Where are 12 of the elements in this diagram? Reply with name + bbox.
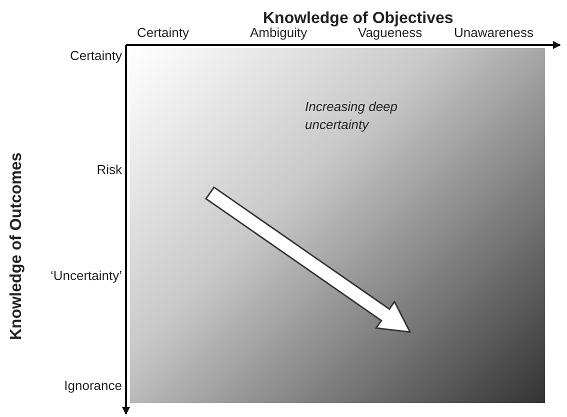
axis-category-label: Ignorance [64, 378, 122, 393]
axis-category-label: ‘Uncertainty’ [50, 268, 122, 283]
axis-title: Knowledge of Outcomes [8, 152, 26, 340]
gradient-panel [130, 48, 545, 403]
axis-category-label: Ambiguity [250, 25, 308, 40]
axis-category-label: Unawareness [454, 25, 534, 40]
axis-category-label: Risk [96, 162, 122, 177]
panel-text: Increasing deep uncertainty [305, 98, 399, 134]
axis-category-label: Certainty [137, 25, 190, 40]
axis-category-label: Vagueness [358, 25, 422, 40]
axis-title: Knowledge of Objectives [263, 10, 454, 28]
axis-category-label: Certainty [70, 48, 122, 63]
